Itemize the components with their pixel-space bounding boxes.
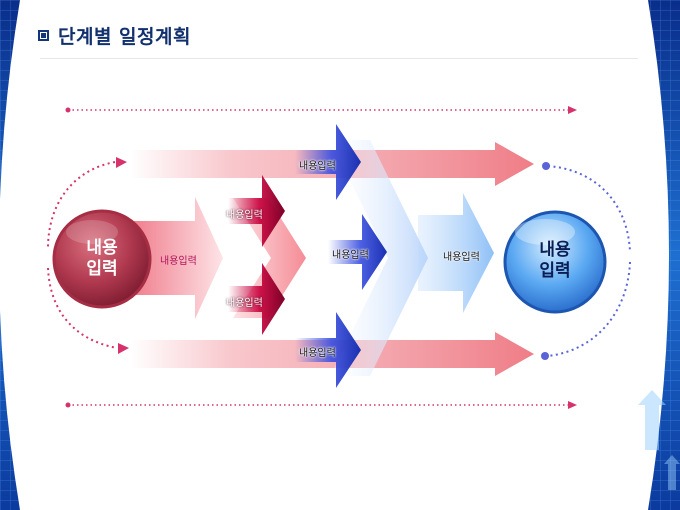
left-upper-arc	[47, 161, 116, 249]
blue-top-label: 내용입력	[299, 161, 336, 172]
pink-bottom-label: 내용입력	[226, 298, 263, 309]
right-circle	[503, 210, 607, 314]
up-arrow-decoration-icon	[664, 455, 680, 490]
blue-middle-label: 내용입력	[332, 250, 369, 261]
input-arrow	[130, 197, 223, 319]
pink-top-label: 내용입력	[226, 210, 263, 221]
left-circle-label: 내용 입력	[86, 238, 118, 279]
page-title: 단계별 일정계획	[58, 26, 191, 48]
light-blue-arrow	[418, 193, 494, 313]
right-lower-arc	[547, 261, 631, 357]
right-upper-arc	[547, 165, 631, 253]
blue-chevron	[330, 140, 428, 376]
square-bullet-icon	[38, 30, 49, 41]
blue-right-label: 내용입력	[443, 252, 480, 263]
left-circle	[52, 209, 152, 309]
blue-arrow-middle	[328, 214, 387, 290]
magenta-arrow-top	[228, 175, 285, 247]
input-arrow-label: 내용입력	[160, 256, 197, 267]
blue-bottom-label: 내용입력	[299, 348, 336, 359]
right-circle-label: 내용 입력	[539, 240, 571, 281]
title-divider	[40, 58, 638, 59]
blue-arrow-bottom	[295, 312, 361, 388]
up-arrow-decoration-icon	[638, 390, 666, 450]
blue-arrow-top	[295, 124, 361, 200]
magenta-arrow-bottom	[228, 263, 285, 335]
page-header: 단계별 일정계획	[38, 22, 191, 49]
